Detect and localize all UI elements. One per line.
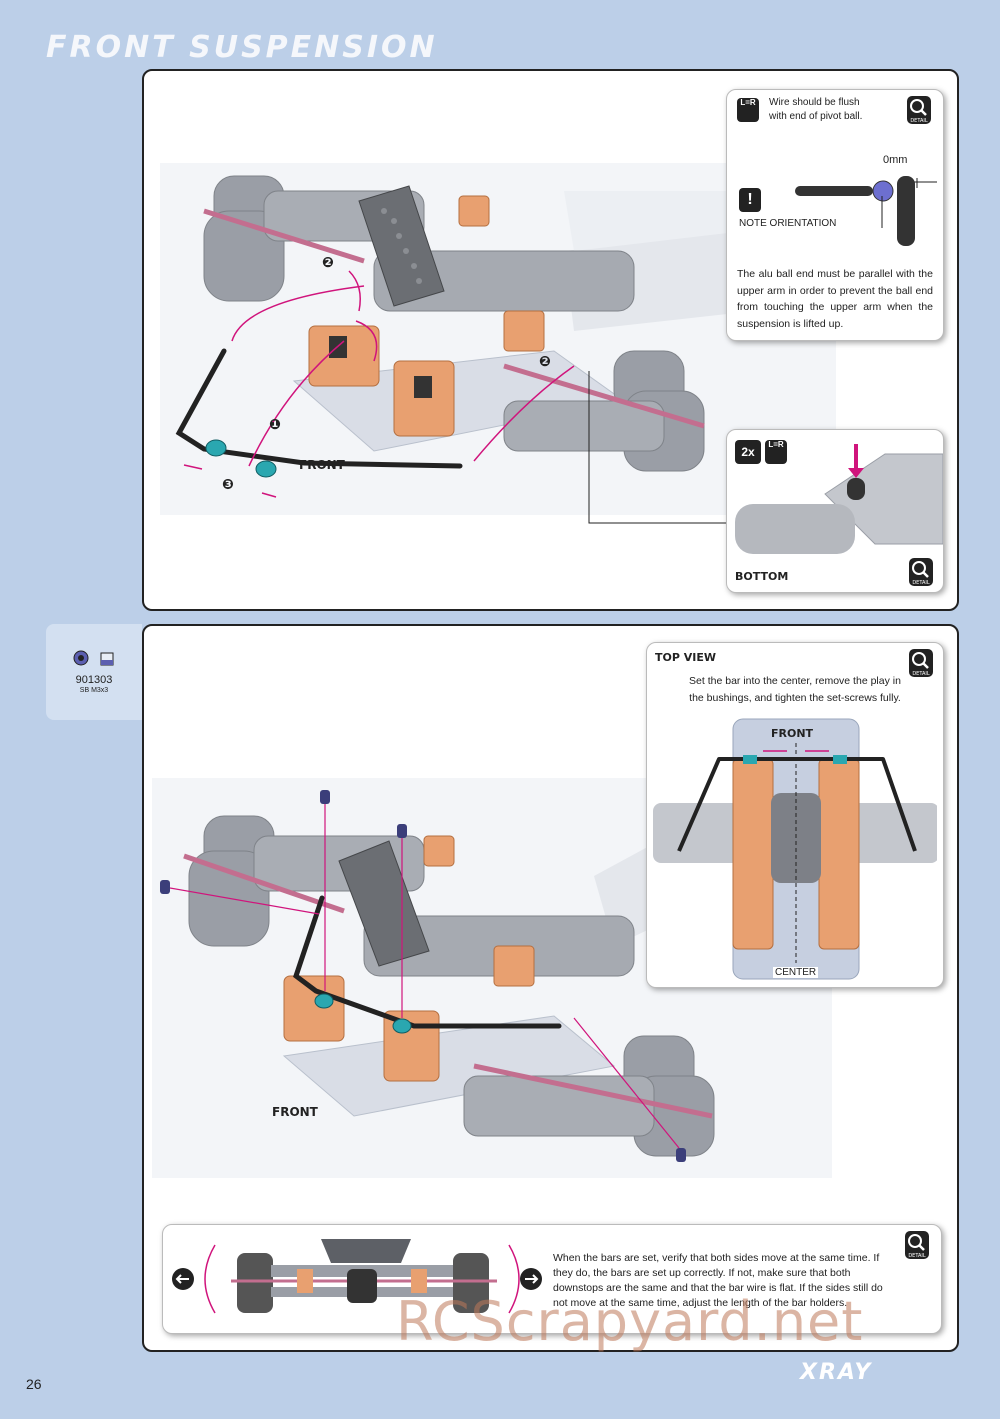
svg-text:DETAIL: DETAIL [908,1253,926,1259]
part-code: 901303 [75,674,113,686]
bottom-label: BOTTOM [735,570,789,583]
verification-text: When the bars are set, verify that both … [553,1252,883,1309]
rotate-right-icon [520,1268,542,1290]
exclamation-icon: ! [739,188,761,212]
watermark: RCScrapyard.net [396,1290,864,1353]
front-label: FRONT [299,458,346,472]
callout-3: ❸ [222,477,234,493]
callout-2a: ❷ [322,255,334,271]
quantity-badge: 2x [735,440,761,464]
top-view-box: TOP VIEW DETAIL Set the bar into the cen… [646,642,944,988]
top-view-illustration [653,718,937,980]
top-view-instructions: Set the bar into the center, remove the … [689,675,901,704]
bottom-view-illustration [735,444,943,554]
rotate-left-icon [172,1268,194,1290]
svg-text:DETAIL: DETAIL [910,118,928,124]
step1-panel: ❷ ❷ ❶ ❸ FRONT L=R Wire should be flush w… [142,69,959,611]
check-detail-box: When the bars are set, verify that both … [162,1224,942,1334]
detail-magnifier-icon: DETAIL [907,96,931,124]
detail-magnifier-icon: DETAIL [905,1231,929,1259]
callout-1: ❶ [269,417,281,433]
symmetry-icon: L=R [737,98,759,122]
svg-text:DETAIL: DETAIL [912,580,930,586]
detail-magnifier-icon: DETAIL [909,649,933,677]
dimension-label: 0mm [883,154,908,166]
bushing-icon [100,652,114,666]
callout-2b: ❷ [539,354,551,370]
page-number: 26 [26,1376,42,1392]
symmetry-icon: L=R [765,440,787,464]
pivot-ball-diagram [795,176,937,246]
ball-end-note: The alu ball end must be parallel with t… [737,268,933,330]
top-view-title: TOP VIEW [655,651,716,664]
pivot-detail-box: L=R Wire should be flush with end of piv… [726,89,944,341]
front-view-illustration [204,1239,520,1314]
orientation-label: NOTE ORIENTATION [739,218,837,229]
brand-logo: XRAY [800,1360,873,1385]
flush-note: Wire should be flush with end of pivot b… [769,97,863,122]
part-name: SB M3x3 [79,687,109,694]
set-screw-icon [73,650,89,666]
page-title: FRONT SUSPENSION [46,30,438,65]
step2-panel: FRONT TOP VIEW DETAIL Set the bar into t… [142,624,959,1352]
parts-card: 901303 SB M3x3 [46,624,142,720]
bottom-detail-box: 2x L=R BOTTOM DETAIL [726,429,944,593]
center-label: CENTER [773,967,819,978]
front-label: FRONT [272,1105,319,1119]
top-view-front: FRONT [771,727,814,740]
svg-text:DETAIL: DETAIL [912,671,930,677]
detail-magnifier-icon: DETAIL [909,558,933,586]
